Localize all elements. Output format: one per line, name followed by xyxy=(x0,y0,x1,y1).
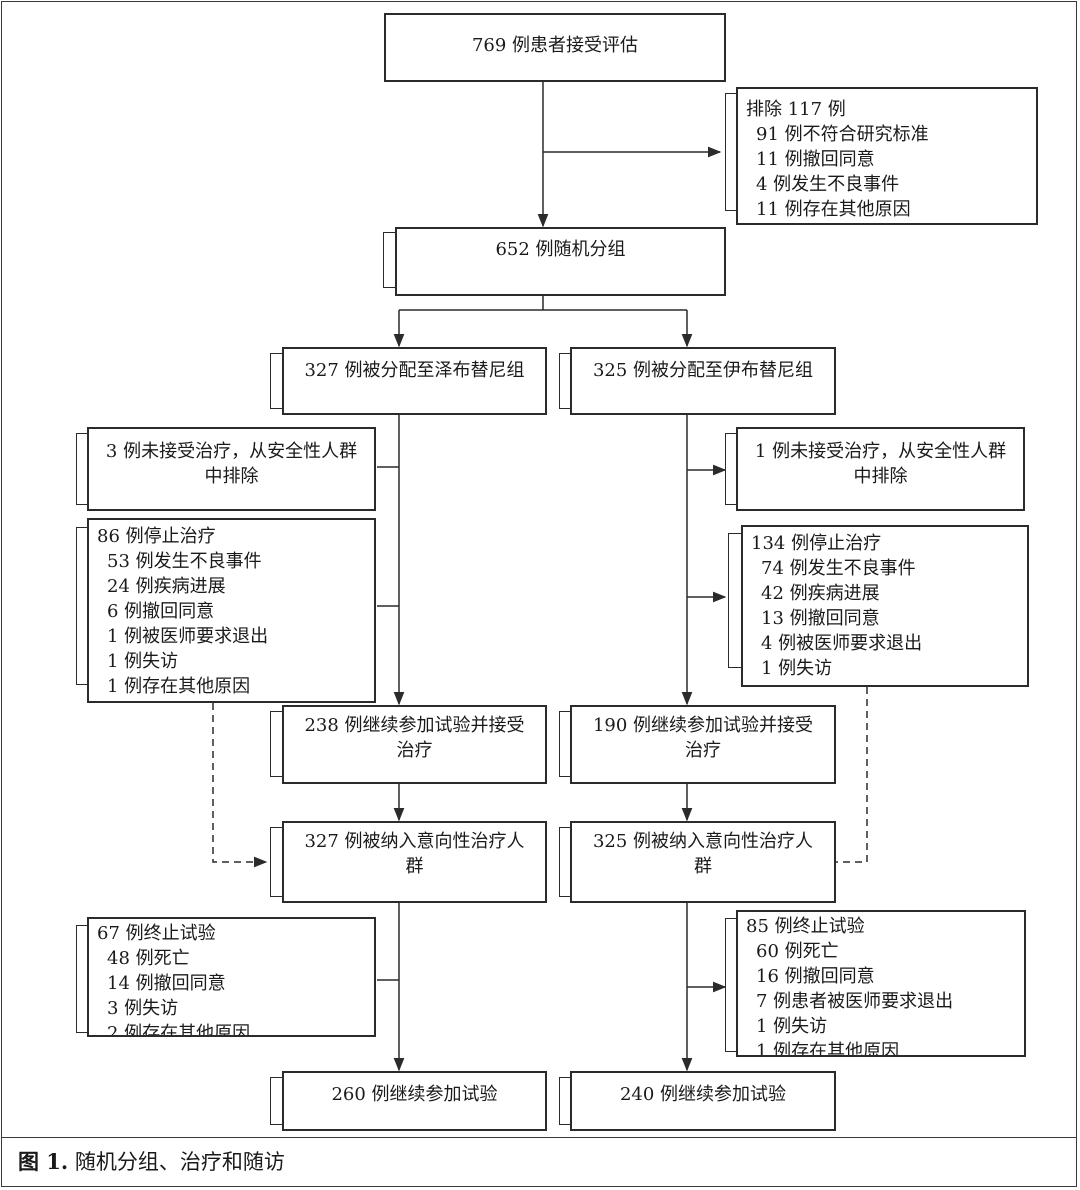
zan-discontinued-title: 86 例停止治疗 xyxy=(97,526,216,547)
zan-discontinued-item: 53 例发生不良事件 xyxy=(107,551,262,572)
ibr-remaining-text: 240 例继续参加试验 xyxy=(619,1084,787,1105)
ibr-discontinued-box: 134 例停止治疗 74 例发生不良事件 42 例疾病进展 13 例撤回同意 4… xyxy=(741,525,1029,687)
zan-continuing-line: 238 例继续参加试验并接受 xyxy=(304,715,525,736)
ibr-itt-line: 325 例被纳入意向性治疗人 xyxy=(592,831,814,852)
zan-untreated-line: 中排除 xyxy=(204,466,259,487)
ibr-terminated-item: 60 例死亡 xyxy=(756,941,839,962)
ibr-discontinued-item: 42 例疾病进展 xyxy=(761,583,880,604)
ibr-discontinued-item: 74 例发生不良事件 xyxy=(761,558,916,579)
assessed-box: 769 例患者接受评估 xyxy=(384,13,726,82)
ibr-terminated-box-shadow xyxy=(725,918,738,1052)
zan-terminated-box: 67 例终止试验 48 例死亡 14 例撤回同意 3 例失访 2 例存在其他原因 xyxy=(87,917,376,1037)
ibr-untreated-box-shadow xyxy=(725,433,738,505)
ibr-discontinued-title: 134 例停止治疗 xyxy=(751,533,882,554)
zan-terminated-item: 3 例失访 xyxy=(107,998,179,1019)
ibr-terminated-item: 7 例患者被医师要求退出 xyxy=(756,991,954,1012)
zan-discontinued-item: 24 例疾病进展 xyxy=(107,576,226,597)
zan-continuing-box: 238 例继续参加试验并接受 治疗 xyxy=(282,705,547,784)
ibr-dashed-to-itt xyxy=(836,687,868,863)
ibr-itt-line: 群 xyxy=(694,856,712,877)
zan-terminated-item: 2 例存在其他原因 xyxy=(107,1023,251,1037)
ibr-remaining-box: 240 例继续参加试验 xyxy=(570,1071,836,1131)
randomized-text: 652 例随机分组 xyxy=(495,239,626,260)
ibr-itt-box-shadow xyxy=(559,827,572,897)
ibr-discontinued-item: 4 例被医师要求退出 xyxy=(761,633,923,654)
ibr-continuing-box: 190 例继续参加试验并接受 治疗 xyxy=(570,705,836,784)
randomized-box-shadow xyxy=(383,232,397,288)
ibr-discontinued-box-shadow xyxy=(728,533,743,668)
ibr-continuing-line: 治疗 xyxy=(685,740,721,761)
ibr-assigned-text: 325 例被分配至伊布替尼组 xyxy=(592,360,814,381)
ibr-terminated-item: 16 例撤回同意 xyxy=(756,966,875,987)
zan-terminated-title: 67 例终止试验 xyxy=(97,923,216,944)
zan-discontinued-item: 6 例撤回同意 xyxy=(107,601,215,622)
excluded-item: 4 例发生不良事件 xyxy=(756,174,900,195)
ibr-continuing-box-shadow xyxy=(559,711,572,777)
zan-untreated-line: 3 例未接受治疗，从安全性人群 xyxy=(105,441,358,462)
ibr-untreated-line: 1 例未接受治疗，从安全性人群 xyxy=(754,441,1007,462)
zan-discontinued-item: 1 例失访 xyxy=(107,651,179,672)
zan-itt-box: 327 例被纳入意向性治疗人 群 xyxy=(282,821,547,903)
zan-discontinued-item: 1 例被医师要求退出 xyxy=(107,626,269,647)
assessed-text: 769 例患者接受评估 xyxy=(471,35,639,56)
zan-assigned-text: 327 例被分配至泽布替尼组 xyxy=(304,360,525,381)
caption-divider xyxy=(1,1137,1077,1138)
zan-terminated-item: 14 例撤回同意 xyxy=(107,973,226,994)
excluded-item: 91 例不符合研究标准 xyxy=(756,124,929,145)
zan-remaining-text: 260 例继续参加试验 xyxy=(331,1084,498,1105)
zan-continuing-box-shadow xyxy=(270,711,284,777)
ibr-assigned-box-shadow xyxy=(559,353,572,409)
ibr-untreated-line: 中排除 xyxy=(853,466,908,487)
zan-assigned-box: 327 例被分配至泽布替尼组 xyxy=(282,347,547,415)
ibr-discontinued-item: 13 例撤回同意 xyxy=(761,608,880,629)
excluded-item: 11 例存在其他原因 xyxy=(756,199,911,220)
figure-caption: 图 1. 随机分组、治疗和随访 xyxy=(18,1147,285,1177)
zan-itt-box-shadow xyxy=(270,827,284,897)
zan-itt-line: 群 xyxy=(405,856,424,877)
ibr-terminated-box: 85 例终止试验 60 例死亡 16 例撤回同意 7 例患者被医师要求退出 1 … xyxy=(736,910,1026,1057)
ibr-untreated-box: 1 例未接受治疗，从安全性人群 中排除 xyxy=(736,427,1025,511)
zan-assigned-box-shadow xyxy=(270,353,284,409)
zan-discontinued-box: 86 例停止治疗 53 例发生不良事件 24 例疾病进展 6 例撤回同意 1 例… xyxy=(87,518,376,703)
zan-continuing-line: 治疗 xyxy=(396,740,433,761)
zan-remaining-box-shadow xyxy=(270,1077,284,1125)
zan-remaining-box: 260 例继续参加试验 xyxy=(282,1071,547,1131)
ibr-assigned-box: 325 例被分配至伊布替尼组 xyxy=(570,347,836,415)
connector-lines xyxy=(212,82,868,1072)
zan-itt-line: 327 例被纳入意向性治疗人 xyxy=(304,831,525,852)
zan-terminated-item: 48 例死亡 xyxy=(107,948,190,969)
ibr-remaining-box-shadow xyxy=(559,1077,572,1125)
zan-terminated-box-shadow xyxy=(76,925,89,1033)
figure-caption-text: 随机分组、治疗和随访 xyxy=(74,1150,285,1174)
ibr-terminated-title: 85 例终止试验 xyxy=(746,916,865,937)
ibr-continuing-line: 190 例继续参加试验并接受 xyxy=(592,715,814,736)
excluded-box-shadow xyxy=(725,93,737,211)
ibr-itt-box: 325 例被纳入意向性治疗人 群 xyxy=(570,821,836,903)
excluded-item: 11 例撤回同意 xyxy=(756,149,875,170)
zan-untreated-box-shadow xyxy=(76,433,89,505)
figure-label: 图 1. xyxy=(18,1149,69,1174)
excluded-box: 排除 117 例 91 例不符合研究标准 11 例撤回同意 4 例发生不良事件 … xyxy=(736,87,1038,225)
ibr-terminated-item: 1 例失访 xyxy=(756,1016,828,1037)
zan-untreated-box: 3 例未接受治疗，从安全性人群 中排除 xyxy=(87,427,376,511)
randomized-box: 652 例随机分组 xyxy=(395,227,726,296)
zan-discontinued-box-shadow xyxy=(76,527,89,685)
ibr-terminated-item: 1 例存在其他原因 xyxy=(756,1041,900,1057)
zan-discontinued-item: 1 例存在其他原因 xyxy=(107,676,251,697)
zan-dashed-to-itt xyxy=(212,703,268,868)
excluded-title: 排除 117 例 xyxy=(746,99,846,120)
ibr-discontinued-item: 1 例失访 xyxy=(761,658,833,679)
